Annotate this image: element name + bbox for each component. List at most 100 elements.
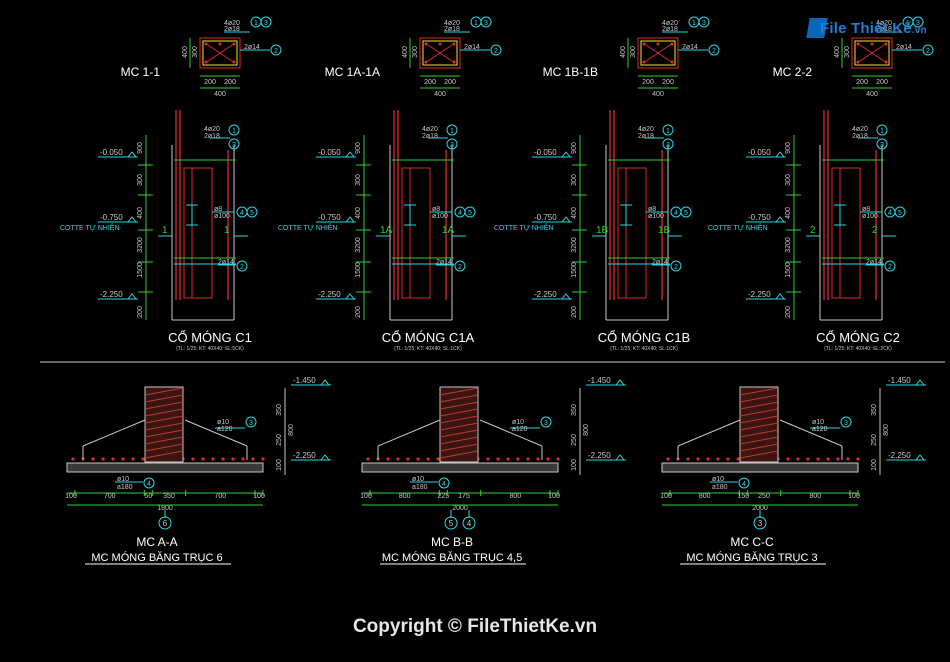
column-title: CỔ MÓNG C2 (816, 330, 900, 345)
level-triangle-icon (560, 216, 572, 223)
level-mark: -0.050 (316, 148, 356, 158)
callout-bubble: 4 (438, 477, 450, 489)
callout-bubble: 4 (143, 477, 155, 489)
section-cut-label: 1B (658, 225, 671, 236)
drawing-line (739, 443, 779, 452)
level-triangle-icon (344, 293, 356, 300)
callout-number: 4 (742, 481, 746, 488)
cotte-label: COTTE TỰ NHIÊN (278, 223, 338, 232)
rebar-label: 4ø20 (876, 20, 892, 27)
callout-circle (236, 260, 248, 272)
dim-text: 300 (192, 46, 199, 58)
dim-text: 200 (224, 79, 236, 86)
column-subtitle: (TL: 1/25; KT: 40X40; SL:1CK) (394, 346, 462, 352)
callout-bubble: 3 (698, 16, 710, 28)
rebar-dot (131, 457, 135, 461)
dim-text: 300 (571, 174, 578, 186)
rebar-label: ø100 (214, 213, 230, 220)
callout-circle (894, 206, 906, 218)
rebar-label: 4ø20 (852, 126, 868, 133)
section-label: MC 1A-1A (325, 65, 380, 79)
level-mark: -1.450 (291, 376, 331, 386)
rebar-label: 4ø20 (224, 20, 240, 27)
callout-bubble: 1 (662, 124, 674, 136)
dim-text: 300 (412, 46, 419, 58)
dim-text: 900 (137, 142, 144, 154)
dim-text: 200 (571, 306, 578, 318)
callout-bubble: 5 (680, 206, 692, 218)
level-mark: -0.750 (532, 213, 572, 223)
callout-number: 1 (474, 20, 478, 27)
section-label: MC 2-2 (773, 65, 813, 79)
dim-text: 3200 (355, 237, 362, 253)
dim-text: 200 (424, 79, 436, 86)
logo-text: File Thiết Kế (820, 20, 912, 37)
callout-bubble: 4 (884, 206, 896, 218)
section-label: MC 1B-1B (543, 65, 598, 79)
rebar-label: 4ø20 (444, 20, 460, 27)
footing-slab (361, 462, 559, 473)
rebar-dot (204, 60, 208, 64)
dim-text: 200 (204, 79, 216, 86)
callout-number: 4 (240, 210, 244, 217)
rebar-dot (686, 457, 690, 461)
drawing-line (82, 419, 146, 447)
dim-text: 800 (509, 493, 521, 500)
dim-text: 700 (214, 493, 226, 500)
column-title: CỔ MÓNG C1 (168, 330, 252, 345)
callout-circle (698, 16, 710, 28)
callout-bubble: 3 (245, 416, 257, 428)
level-mark: -0.050 (532, 148, 572, 158)
dim-text: 100 (871, 459, 878, 471)
rebar-dot (826, 457, 830, 461)
drawing-line (144, 450, 184, 459)
rebar-label: 2ø18 (662, 26, 678, 33)
drawing-line (739, 387, 779, 396)
dim-text: 350 (163, 493, 175, 500)
rebar-label: ø100 (862, 213, 878, 220)
dim-text: 350 (871, 404, 878, 416)
drawing-line (144, 401, 184, 410)
callout-circle (680, 206, 692, 218)
rebar-dot (706, 457, 710, 461)
level-value: -2.250 (888, 451, 911, 460)
dim-text: 1500 (355, 262, 362, 278)
level-value: -1.450 (588, 376, 611, 385)
drawing-rect (617, 167, 647, 299)
rebar-dot (141, 457, 145, 461)
rebar-dot (452, 60, 456, 64)
rebar-label: ø8 (648, 206, 656, 213)
drawing-line (144, 415, 184, 424)
level-triangle-icon (614, 379, 626, 386)
footing-subtitle: MC MÓNG BĂNG TRỤC 6 (91, 551, 222, 564)
callout-circle (446, 138, 458, 150)
column-title: CỔ MÓNG C1A (382, 330, 475, 345)
drawing-rect (419, 37, 461, 69)
callout-bubble: 4 (670, 206, 682, 218)
callout-number: 1 (666, 128, 670, 135)
rebar-label: 2ø18 (422, 133, 438, 140)
rebar-dot (670, 60, 674, 64)
level-triangle-icon (560, 293, 572, 300)
callout-circle (738, 477, 750, 489)
rebar-label: 4ø20 (662, 20, 678, 27)
rebar-dot (452, 42, 456, 46)
level-triangle-icon (914, 454, 926, 461)
dim-text: 100 (571, 459, 578, 471)
callout-circle (143, 477, 155, 489)
rebar-dot (101, 457, 105, 461)
dim-text: 400 (434, 91, 446, 98)
dim-text: 3200 (137, 237, 144, 253)
callout-bubble: 3 (540, 416, 552, 428)
dim-text: 800 (699, 493, 711, 500)
level-value: -0.050 (100, 148, 123, 157)
rebar-dot (856, 457, 860, 461)
dim-text: 2000 (452, 505, 468, 512)
drawing-line (739, 422, 779, 431)
level-triangle-icon (126, 216, 138, 223)
level-triangle-icon (774, 293, 786, 300)
dim-text: 400 (355, 207, 362, 219)
dim-text: 800 (809, 493, 821, 500)
callout-bubble: 2 (922, 44, 934, 56)
